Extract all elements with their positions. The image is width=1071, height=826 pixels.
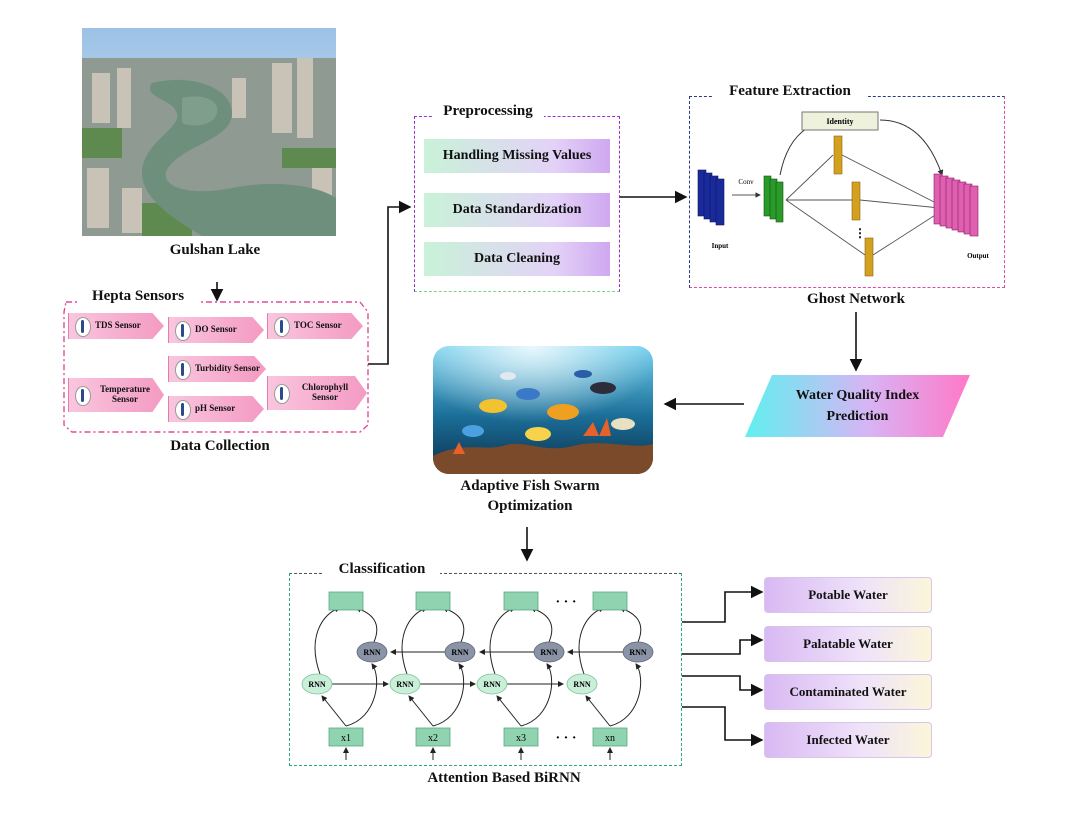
prep-step-standardization: Data Standardization bbox=[424, 193, 610, 227]
wqi-line2: Prediction bbox=[826, 409, 889, 424]
sensor-chlorophyll: Chlorophyll Sensor bbox=[267, 376, 367, 410]
input-xn: xn bbox=[605, 733, 615, 744]
ph-sensor-icon bbox=[175, 400, 191, 420]
afso-caption-line2: Optimization bbox=[487, 498, 573, 514]
toc-sensor-icon bbox=[274, 317, 290, 337]
sensor-turbidity: Turbidity Sensor bbox=[168, 356, 266, 382]
input-x3: x3 bbox=[516, 733, 526, 744]
birnn-caption: Attention Based BiRNN bbox=[427, 770, 581, 786]
rnn-back-3: RNN bbox=[540, 648, 558, 657]
ellipsis-top: · · · bbox=[555, 595, 576, 610]
arrow-to-infected bbox=[682, 706, 764, 747]
tds-sensor-icon bbox=[75, 317, 91, 337]
identity-label: Identity bbox=[826, 117, 853, 126]
turbidity-sensor-icon bbox=[175, 360, 191, 380]
input-x1: x1 bbox=[341, 733, 351, 744]
input-x2: x2 bbox=[428, 733, 438, 744]
data-collection-caption: Data Collection bbox=[170, 438, 270, 454]
arrow-to-palatable bbox=[682, 633, 764, 655]
conv-label: Conv bbox=[738, 178, 754, 186]
sensors-frame bbox=[63, 301, 369, 433]
arrow-sensors-to-preprocessing bbox=[368, 200, 412, 365]
rnn-fwd-3: RNN bbox=[483, 680, 501, 689]
sensor-toc: TOC Sensor bbox=[267, 313, 363, 339]
output-palatable-water: Palatable Water bbox=[764, 626, 932, 662]
afso-caption-line1: Adaptive Fish Swarm bbox=[460, 478, 600, 494]
feature-extraction-title: Feature Extraction bbox=[712, 83, 868, 100]
ellipsis-bottom: · · · bbox=[555, 731, 576, 746]
prep-step-missing-values: Handling Missing Values bbox=[424, 139, 610, 173]
birnn-diagram: RNN RNN RNN RNN RNN RNN RNN RNN x1 x2 x3… bbox=[301, 591, 654, 760]
output-potable-water: Potable Water bbox=[764, 577, 932, 613]
arrow-to-contaminated bbox=[682, 675, 764, 697]
rnn-back-4: RNN bbox=[629, 648, 647, 657]
sensor-do: DO Sensor bbox=[168, 317, 264, 343]
rnn-fwd-4: RNN bbox=[573, 680, 591, 689]
ghost-network-diagram: ⋮ Identity Conv Input Output bbox=[697, 111, 990, 277]
prep-step-cleaning: Data Cleaning bbox=[424, 242, 610, 276]
sensor-ph: pH Sensor bbox=[168, 396, 264, 422]
chlorophyll-sensor-icon bbox=[274, 384, 290, 404]
rnn-back-1: RNN bbox=[363, 648, 381, 657]
lake-photo bbox=[82, 28, 336, 236]
sensor-temperature: Temperature Sensor bbox=[68, 378, 164, 412]
rnn-fwd-1: RNN bbox=[308, 680, 326, 689]
sensors-title: Hepta Sensors bbox=[78, 288, 198, 305]
output-label: Output bbox=[967, 252, 989, 260]
classification-title: Classification bbox=[324, 561, 440, 578]
arrow-to-potable bbox=[682, 585, 764, 623]
svg-text:⋮: ⋮ bbox=[854, 226, 866, 240]
sensor-tds: TDS Sensor bbox=[68, 313, 164, 339]
fish-swarm-photo bbox=[433, 346, 653, 474]
lake-label: Gulshan Lake bbox=[169, 242, 261, 258]
temperature-sensor-icon bbox=[75, 386, 91, 406]
output-contaminated-water: Contaminated Water bbox=[764, 674, 932, 710]
ghost-network-caption: Ghost Network bbox=[807, 291, 905, 307]
classification-frame bbox=[289, 573, 682, 766]
preprocessing-title: Preprocessing bbox=[432, 103, 544, 120]
output-infected-water: Infected Water bbox=[764, 722, 932, 758]
input-label: Input bbox=[712, 242, 729, 250]
do-sensor-icon bbox=[175, 321, 191, 341]
rnn-fwd-2: RNN bbox=[396, 680, 414, 689]
wqi-line1: Water Quality Index bbox=[795, 388, 920, 403]
rnn-back-2: RNN bbox=[451, 648, 469, 657]
wqi-prediction-box: Water Quality Index Prediction bbox=[745, 375, 970, 437]
